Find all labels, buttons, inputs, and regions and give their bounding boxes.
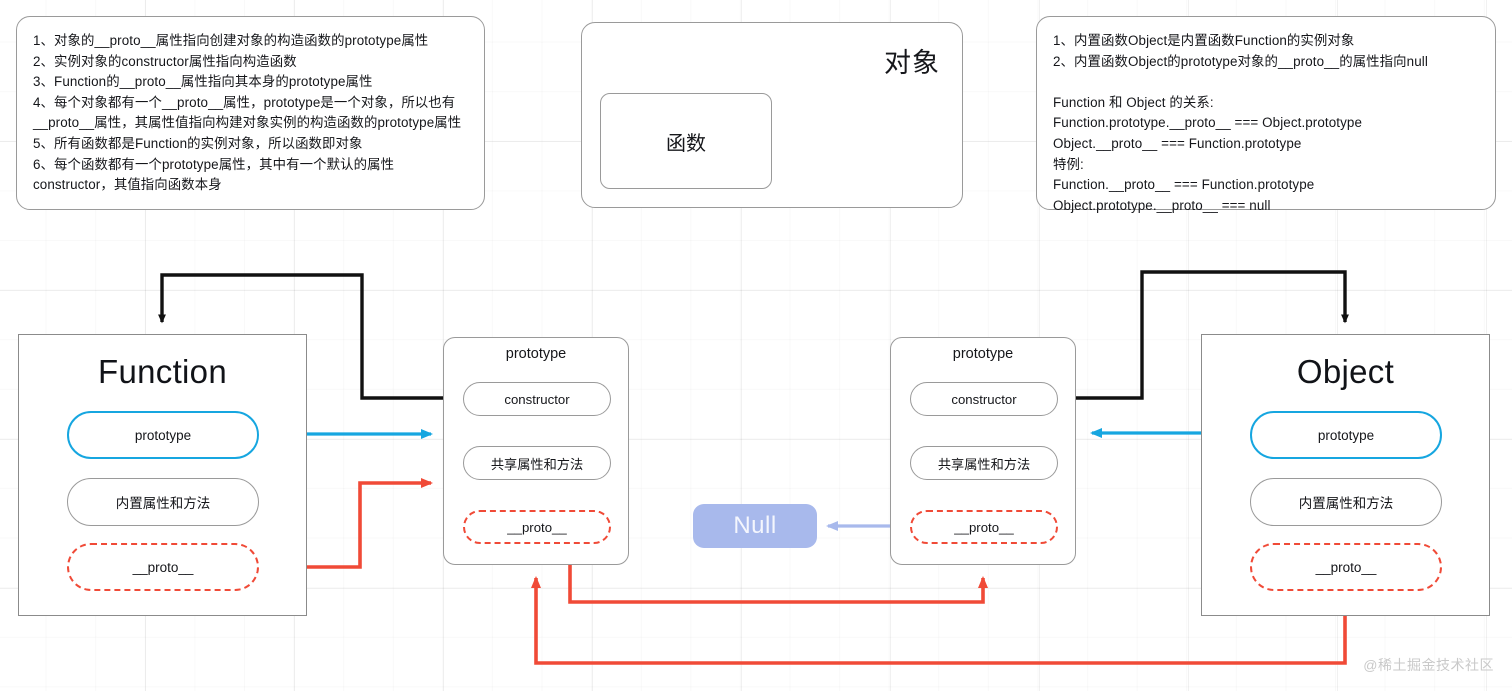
object-prototype-title: prototype xyxy=(952,346,1014,362)
function-container-box: 函数 xyxy=(600,93,772,189)
object-container-title: 对象 xyxy=(884,48,940,78)
function-title: Function xyxy=(98,353,227,390)
function-class-box: Function prototype 内置属性和方法 __proto__ xyxy=(18,334,307,616)
object-container-card: 对象 函数 xyxy=(581,22,963,208)
object-class-box: Object prototype 内置属性和方法 __proto__ xyxy=(1201,334,1490,616)
function-slot-proto[interactable]: __proto__ xyxy=(67,543,259,591)
object-title: Object xyxy=(1296,353,1395,390)
watermark: @稀土掘金技术社区 xyxy=(1363,657,1494,673)
function-prototype-title: prototype xyxy=(505,346,567,362)
function-prototype-slot-constructor[interactable]: constructor xyxy=(463,382,611,416)
object-slot-proto[interactable]: __proto__ xyxy=(1250,543,1442,591)
function-prototype-slot-proto[interactable]: __proto__ xyxy=(463,510,611,544)
object-prototype-slot-constructor[interactable]: constructor xyxy=(910,382,1058,416)
null-node[interactable]: Null xyxy=(693,504,817,548)
notes-right-text: 1、内置函数Object是内置函数Function的实例对象 2、内置函数Obj… xyxy=(1053,33,1428,213)
function-slot-prototype[interactable]: prototype xyxy=(67,411,259,459)
function-slot-builtin[interactable]: 内置属性和方法 xyxy=(67,478,259,526)
notes-card-left: 1、对象的__proto__属性指向创建对象的构造函数的prototype属性 … xyxy=(16,16,485,210)
object-slot-prototype[interactable]: prototype xyxy=(1250,411,1442,459)
notes-card-right: 1、内置函数Object是内置函数Function的实例对象 2、内置函数Obj… xyxy=(1036,16,1496,213)
object-prototype-slot-shared[interactable]: 共享属性和方法 xyxy=(910,446,1058,480)
object-prototype-slot-proto[interactable]: __proto__ xyxy=(910,510,1058,544)
notes-left-text: 1、对象的__proto__属性指向创建对象的构造函数的prototype属性 … xyxy=(33,33,462,193)
function-prototype-box: prototype constructor 共享属性和方法 __proto__ xyxy=(443,337,629,565)
object-slot-builtin[interactable]: 内置属性和方法 xyxy=(1250,478,1442,526)
object-prototype-box: prototype constructor 共享属性和方法 __proto__ xyxy=(890,337,1076,565)
function-prototype-slot-shared[interactable]: 共享属性和方法 xyxy=(463,446,611,480)
